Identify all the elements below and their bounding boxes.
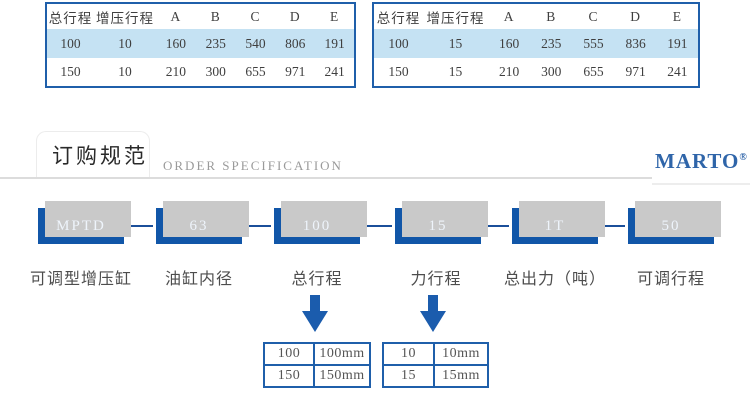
code-box-total-stroke: 100 <box>274 201 367 244</box>
down-arrow-icon <box>428 295 438 312</box>
table-cell: 160 <box>488 29 531 58</box>
table-cell: 10 <box>94 29 156 58</box>
col-header-total-stroke: 总行程 <box>48 10 93 26</box>
col-header-b: B <box>210 8 221 24</box>
table-cell: 210 <box>165 64 187 79</box>
connector-line <box>127 225 153 227</box>
segment-label-bore: 油缸内径 <box>164 271 233 288</box>
table-cell: 150 <box>263 364 315 388</box>
table-cell: 160 <box>156 29 196 58</box>
table-row: 10 10mm <box>382 342 489 366</box>
code-box-force-stroke: 15 <box>395 201 488 244</box>
segment-label-total-stroke: 总行程 <box>291 271 343 288</box>
connector-line <box>245 225 271 227</box>
col-header-e: E <box>672 8 682 24</box>
code-box-adj-stroke: 50 <box>628 201 721 244</box>
table-cell: 100 <box>373 29 423 58</box>
col-header-c: C <box>588 8 599 24</box>
table-cell: 100 <box>46 29 94 58</box>
connector-line <box>484 225 509 227</box>
down-arrow-icon <box>420 311 446 332</box>
horizontal-rule-light <box>652 183 750 185</box>
down-arrow-icon <box>302 311 328 332</box>
col-header-boost-stroke: 增压行程 <box>96 10 154 26</box>
table-cell: 150mm <box>313 364 371 388</box>
segment-label-model: 可调型增压缸 <box>29 271 132 288</box>
table-cell: 971 <box>285 64 306 79</box>
down-arrow-icon <box>310 295 320 312</box>
table-cell: 191 <box>656 29 699 58</box>
col-header-a: A <box>503 8 515 24</box>
col-header-d: D <box>630 8 642 24</box>
section-tab-outline <box>36 131 150 178</box>
table-cell: 210 <box>498 64 520 79</box>
table-header-row: 总行程 增压行程 A B C D E <box>46 3 355 29</box>
segment-label-adj-stroke: 可调行程 <box>636 271 705 288</box>
table-cell: 241 <box>324 64 345 79</box>
table-cell: 555 <box>572 29 615 58</box>
brand-logo: MARTO® <box>655 149 748 174</box>
code-box-output-force: 1T <box>512 201 605 244</box>
table-cell: 15 <box>423 29 488 58</box>
table-cell: 150 <box>60 64 81 79</box>
col-header-a: A <box>170 8 182 24</box>
section-title-cn: 订购规范 <box>52 144 148 168</box>
col-header-e: E <box>329 8 340 24</box>
col-header-b: B <box>546 8 557 24</box>
table-row: 150 15 210 300 655 971 241 <box>373 58 699 87</box>
table-cell: 150 <box>388 64 409 79</box>
horizontal-rule <box>0 177 652 179</box>
table-cell: 10 <box>382 342 435 366</box>
code-box-bore: 63 <box>156 201 249 244</box>
brand-name: MARTO <box>655 149 740 173</box>
registered-mark-icon: ® <box>739 152 748 163</box>
table-row: 100 15 160 235 555 836 191 <box>373 29 699 58</box>
table-row: 100 100mm <box>263 342 371 366</box>
table-cell: 300 <box>541 64 562 79</box>
table-row: 150 150mm <box>263 364 371 388</box>
table-cell: 235 <box>195 29 236 58</box>
table-cell: 15 <box>382 364 435 388</box>
col-header-c: C <box>250 8 261 24</box>
table-cell: 971 <box>625 64 646 79</box>
col-header-total-stroke: 总行程 <box>376 10 421 26</box>
spec-table-stroke-10: 总行程 增压行程 A B C D E 100 10 160 235 540 80… <box>45 2 356 88</box>
lookup-table-force-stroke: 10 10mm 15 15mm <box>382 342 489 388</box>
table-cell: 15 <box>448 64 463 79</box>
table-cell: 241 <box>667 64 688 79</box>
table-row: 100 10 160 235 540 806 191 <box>46 29 355 58</box>
col-header-boost-stroke: 增压行程 <box>426 10 485 26</box>
table-cell: 540 <box>235 29 276 58</box>
col-header-d: D <box>289 8 301 24</box>
table-cell: 10mm <box>433 342 489 366</box>
spec-table-stroke-15: 总行程 增压行程 A B C D E 100 15 160 235 555 83… <box>372 2 700 88</box>
connector-line <box>363 225 392 227</box>
table-cell: 100 <box>263 342 315 366</box>
table-cell: 10 <box>118 64 132 79</box>
table-header-row: 总行程 增压行程 A B C D E <box>373 3 699 29</box>
lookup-table-total-stroke: 100 100mm 150 150mm <box>263 342 371 388</box>
table-cell: 655 <box>583 64 604 79</box>
table-cell: 235 <box>530 29 573 58</box>
table-cell: 300 <box>205 64 226 79</box>
table-row: 150 10 210 300 655 971 241 <box>46 58 355 87</box>
table-cell: 806 <box>275 29 316 58</box>
table-cell: 836 <box>614 29 657 58</box>
table-row: 15 15mm <box>382 364 489 388</box>
table-cell: 655 <box>245 64 266 79</box>
segment-label-force-stroke: 力行程 <box>410 271 462 288</box>
section-title-en: ORDER SPECIFICATION <box>163 158 343 173</box>
table-cell: 191 <box>315 29 355 58</box>
connector-line <box>601 225 625 227</box>
code-box-model: MPTD <box>38 201 131 244</box>
table-cell: 100mm <box>313 342 371 366</box>
segment-label-output-force: 总出力（吨） <box>503 271 606 288</box>
table-cell: 15mm <box>433 364 489 388</box>
